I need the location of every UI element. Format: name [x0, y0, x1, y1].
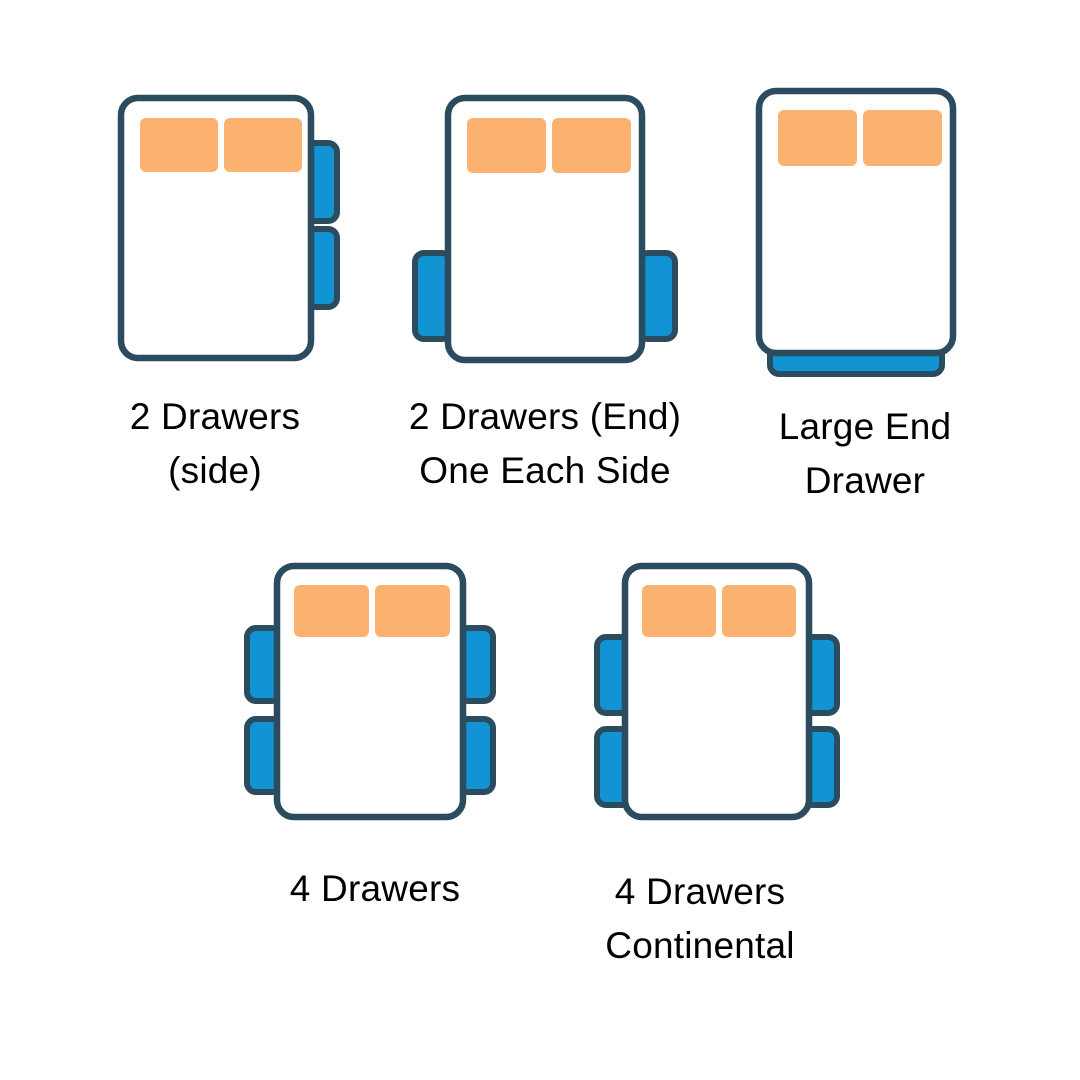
bed-option-two-drawers-side[interactable]: [117, 94, 348, 365]
bed-option-four-drawers[interactable]: [244, 562, 496, 821]
pillow-group: [642, 585, 796, 637]
pillow-right-icon: [375, 585, 450, 637]
pillow-group: [467, 118, 631, 173]
bed-caption-large-end-drawer: Large End Drawer: [778, 406, 952, 501]
pillow-group: [778, 110, 942, 166]
pillow-group: [294, 585, 450, 637]
bed-caption-two-drawers-end-one-each-side: 2 Drawers (End) One Each Side: [408, 396, 682, 491]
bed-option-two-drawers-end-one-each-side[interactable]: [412, 94, 678, 365]
pillow-left-icon: [778, 110, 857, 166]
pillow-right-icon: [722, 585, 796, 637]
pillow-right-icon: [224, 118, 302, 172]
bed-caption-four-drawers: 4 Drawers: [289, 868, 461, 909]
pillow-group: [140, 118, 302, 172]
pillow-left-icon: [467, 118, 546, 173]
bed-option-large-end-drawer[interactable]: [755, 87, 957, 377]
pillow-right-icon: [863, 110, 942, 166]
pillow-right-icon: [552, 118, 631, 173]
drawer-group-sides: [412, 250, 678, 342]
bed-option-four-drawers-continental[interactable]: [594, 562, 840, 821]
pillow-left-icon: [294, 585, 369, 637]
pillow-left-icon: [140, 118, 218, 172]
bed-caption-two-drawers-side: 2 Drawers (side): [129, 396, 301, 491]
bed-caption-four-drawers-continental: 4 Drawers Continental: [605, 871, 795, 966]
pillow-left-icon: [642, 585, 716, 637]
